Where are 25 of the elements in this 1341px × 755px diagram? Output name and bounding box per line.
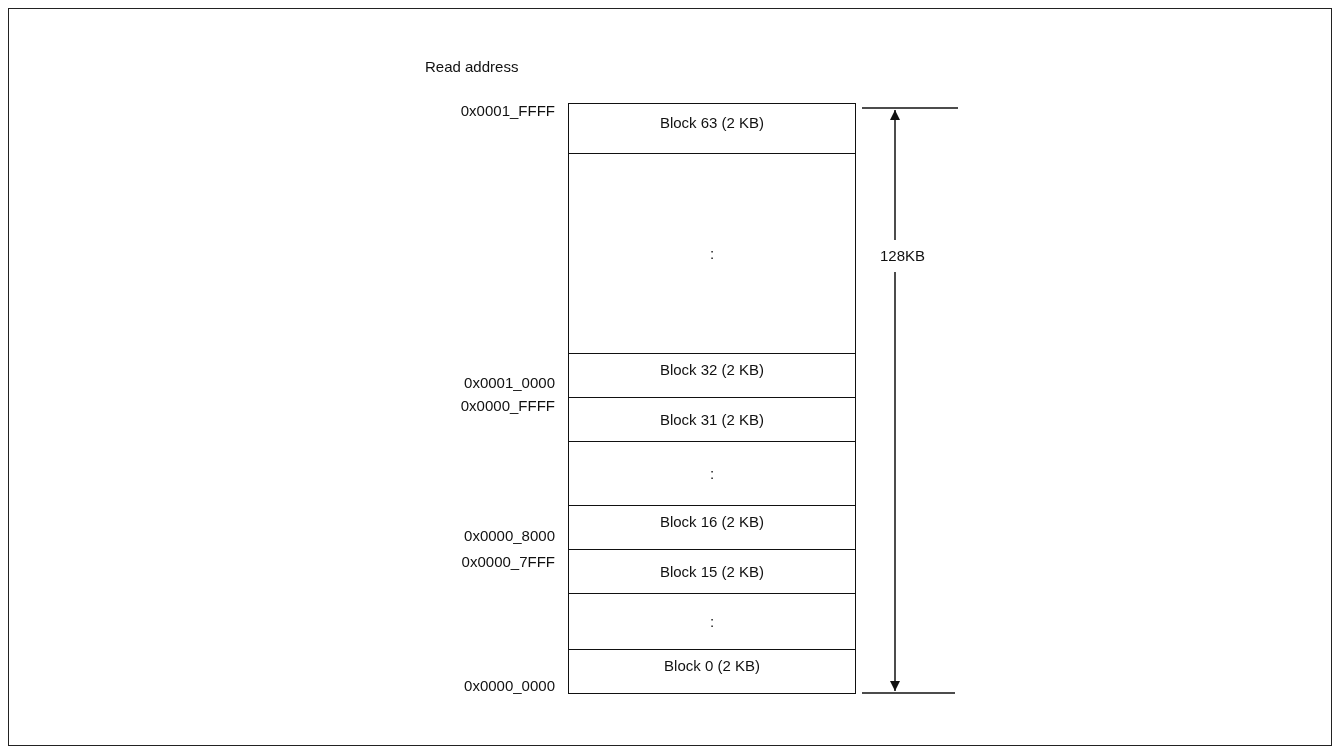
- memory-block: [568, 549, 856, 594]
- block-label: Block 16 (2 KB): [659, 513, 765, 530]
- block-label: :: [709, 465, 715, 482]
- memory-block: [568, 593, 856, 650]
- heading-text: Read address: [425, 58, 519, 75]
- block-label: Block 0 (2 KB): [664, 657, 760, 674]
- address-label: 0x0001_FFFF: [460, 102, 555, 119]
- address-label: 0x0000_8000: [464, 527, 555, 544]
- block-label: :: [709, 245, 715, 262]
- memory-block: [568, 353, 856, 398]
- address-label: 0x0000_FFFF: [460, 397, 555, 414]
- block-label: Block 15 (2 KB): [659, 563, 765, 580]
- block-label: :: [709, 613, 715, 630]
- memory-block: [568, 441, 856, 506]
- address-label: 0x0000_0000: [464, 677, 555, 694]
- address-label: 0x0000_7FFF: [461, 553, 555, 570]
- memory-block: [568, 505, 856, 550]
- block-label: Block 63 (2 KB): [659, 114, 765, 131]
- block-label: Block 32 (2 KB): [659, 361, 765, 378]
- address-label: 0x0001_0000: [464, 374, 555, 391]
- memory-block: [568, 649, 856, 694]
- memory-block: [568, 153, 856, 354]
- block-label: Block 31 (2 KB): [659, 411, 765, 428]
- memory-block: [568, 397, 856, 442]
- memory-block: [568, 103, 856, 154]
